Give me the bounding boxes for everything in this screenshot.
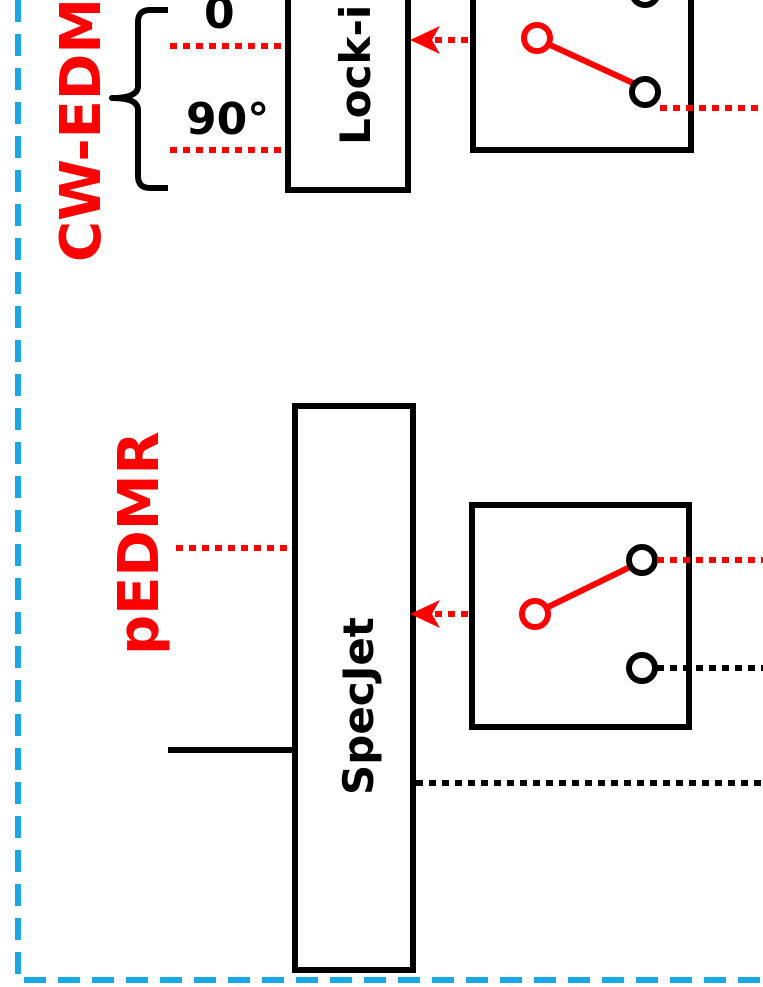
phase-0-label: 0 <box>204 0 235 39</box>
cw-switch-contact-top <box>631 0 659 8</box>
p-switch-arm <box>544 563 634 611</box>
cw-switch-contact <box>629 76 661 108</box>
pedmr-label: pEDMR <box>107 431 172 655</box>
cw-arrowhead <box>410 26 440 54</box>
phase-brace <box>109 7 168 191</box>
lock-in-box <box>285 0 411 193</box>
cw-switch-pivot <box>521 22 553 54</box>
p-switch-box <box>469 502 692 730</box>
dashed-frame <box>15 0 763 983</box>
p-arrowhead <box>410 600 440 628</box>
lock-in-label: Lock-i <box>331 5 380 145</box>
p-switch-contact-bottom <box>626 652 658 684</box>
cw-edmr-label: CW-EDM <box>49 0 114 262</box>
p-switch-pivot <box>519 598 551 630</box>
specjet-label: SpecJet <box>334 617 383 795</box>
p-switch-contact-top <box>626 544 658 576</box>
cw-switch-arm <box>546 41 635 86</box>
specjet-box <box>292 403 416 973</box>
phase-90-label: 90° <box>186 94 269 145</box>
cw-switch-box <box>470 0 694 153</box>
